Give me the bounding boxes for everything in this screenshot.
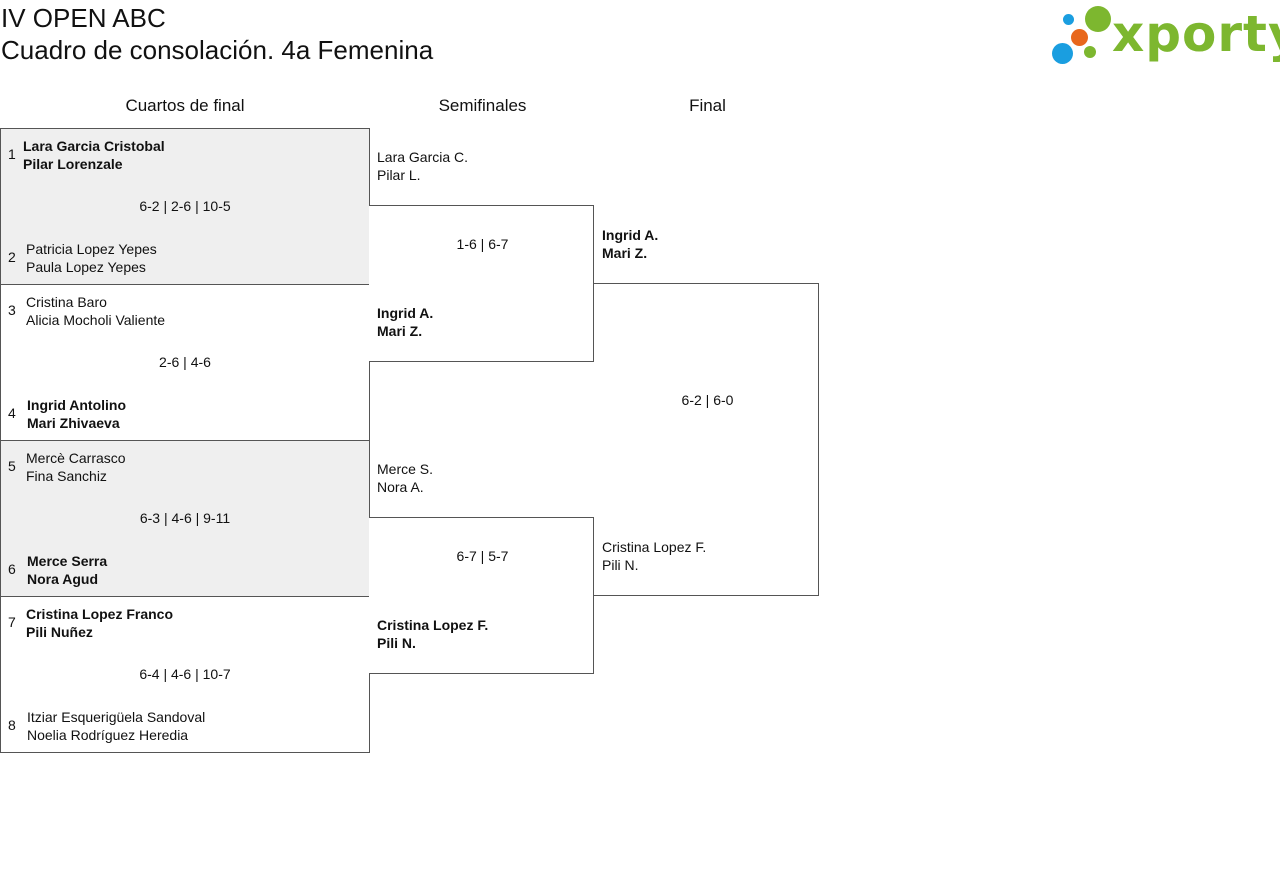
player-name: Itziar Esquerigüela Sandoval [27, 709, 206, 725]
seed-number: 4 [8, 405, 16, 421]
match-score: 1-6 | 6-7 [456, 236, 509, 252]
player-name: Pili N. [377, 635, 416, 651]
player-name: Pilar Lorenzale [23, 156, 123, 172]
player-name: Merce S. [377, 461, 434, 477]
tournament-title: IV OPEN ABC [1, 3, 166, 33]
player-name: Ingrid Antolino [27, 397, 127, 413]
semifinal-connector [369, 517, 594, 674]
player-name: Mari Z. [377, 323, 423, 339]
team: Itziar Esquerigüela Sandoval Noelia Rodr… [27, 708, 205, 744]
player-name: Mari Zhivaeva [27, 415, 120, 431]
team-winner: Ingrid Antolino Mari Zhivaeva [27, 396, 126, 432]
match-score: 6-2 | 2-6 | 10-5 [139, 198, 231, 214]
logo-wordmark: xporty [1112, 5, 1280, 63]
seed-number: 5 [8, 458, 16, 474]
player-name: Ingrid A. [602, 227, 659, 243]
xporty-logo: xporty [1050, 4, 1280, 68]
player-name: Alicia Mocholi Valiente [26, 312, 166, 328]
round-header-final: Final [689, 96, 726, 115]
logo-dot-blue-icon [1052, 43, 1073, 64]
player-name: Ingrid A. [377, 305, 434, 321]
team-winner: Cristina Lopez Franco Pili Nuñez [26, 605, 173, 641]
player-name: Noelia Rodríguez Heredia [27, 727, 189, 743]
draw-subtitle: Cuadro de consolación. 4a Femenina [1, 35, 434, 65]
logo-dot-blue-small-icon [1063, 14, 1074, 25]
player-name: Pilar L. [377, 167, 421, 183]
player-name: Cristina Lopez F. [602, 539, 707, 555]
round-header-semifinals: Semifinales [438, 96, 527, 115]
match-score: 6-4 | 4-6 | 10-7 [139, 666, 231, 682]
semifinal-connector [369, 205, 594, 362]
player-name: Mari Z. [602, 245, 648, 261]
match-score: 6-7 | 5-7 [456, 548, 509, 564]
logo-dot-green-small-icon [1084, 46, 1096, 58]
seed-number: 1 [8, 146, 16, 162]
player-name: Patricia Lopez Yepes [26, 241, 157, 257]
team: Patricia Lopez Yepes Paula Lopez Yepes [26, 240, 157, 276]
player-name: Cristina Baro [26, 294, 107, 310]
player-name: Fina Sanchiz [26, 468, 107, 484]
final-connector [594, 283, 819, 596]
semifinal-team-winner: Cristina Lopez F. Pili N. [377, 616, 488, 652]
final-team-winner: Ingrid A. Mari Z. [602, 226, 658, 262]
quarterfinal-match: 3 Cristina Baro Alicia Mocholi Valiente … [0, 284, 370, 441]
semifinal-team: Lara Garcia C. Pilar L. [377, 148, 468, 184]
player-name: Paula Lopez Yepes [26, 259, 146, 275]
match-score: 2-6 | 4-6 [159, 354, 211, 370]
seed-number: 7 [8, 614, 16, 630]
team-winner: Lara Garcia Cristobal Pilar Lorenzale [23, 137, 165, 173]
player-name: Nora A. [377, 479, 424, 495]
player-name: Lara Garcia C. [377, 149, 469, 165]
quarterfinal-match: 7 Cristina Lopez Franco Pili Nuñez 6-4 |… [0, 596, 370, 753]
player-name: Pili Nuñez [26, 624, 93, 640]
seed-number: 3 [8, 302, 16, 318]
seed-number: 6 [8, 561, 16, 577]
player-name: Cristina Lopez Franco [26, 606, 174, 622]
seed-number: 8 [8, 717, 16, 733]
player-name: Lara Garcia Cristobal [23, 138, 165, 154]
player-name: Nora Agud [27, 571, 99, 587]
semifinal-team: Merce S. Nora A. [377, 460, 433, 496]
quarterfinal-match: 1 Lara Garcia Cristobal Pilar Lorenzale … [0, 128, 370, 285]
logo-dot-green-icon [1085, 6, 1111, 32]
player-name: Merce Serra [27, 553, 108, 569]
final-team: Cristina Lopez F. Pili N. [602, 538, 706, 574]
match-score: 6-3 | 4-6 | 9-11 [139, 510, 231, 526]
team: Mercè Carrasco Fina Sanchiz [26, 449, 126, 485]
player-name: Pili N. [602, 557, 639, 573]
quarterfinal-match: 5 Mercè Carrasco Fina Sanchiz 6-3 | 4-6 … [0, 440, 370, 597]
player-name: Cristina Lopez F. [377, 617, 489, 633]
team-winner: Merce Serra Nora Agud [27, 552, 107, 588]
seed-number: 2 [8, 249, 16, 265]
match-score: 6-2 | 6-0 [681, 392, 734, 408]
team: Cristina Baro Alicia Mocholi Valiente [26, 293, 165, 329]
logo-dot-orange-icon [1071, 29, 1088, 46]
semifinal-team-winner: Ingrid A. Mari Z. [377, 304, 433, 340]
player-name: Mercè Carrasco [26, 450, 126, 466]
round-header-quarterfinals: Cuartos de final [125, 96, 245, 115]
